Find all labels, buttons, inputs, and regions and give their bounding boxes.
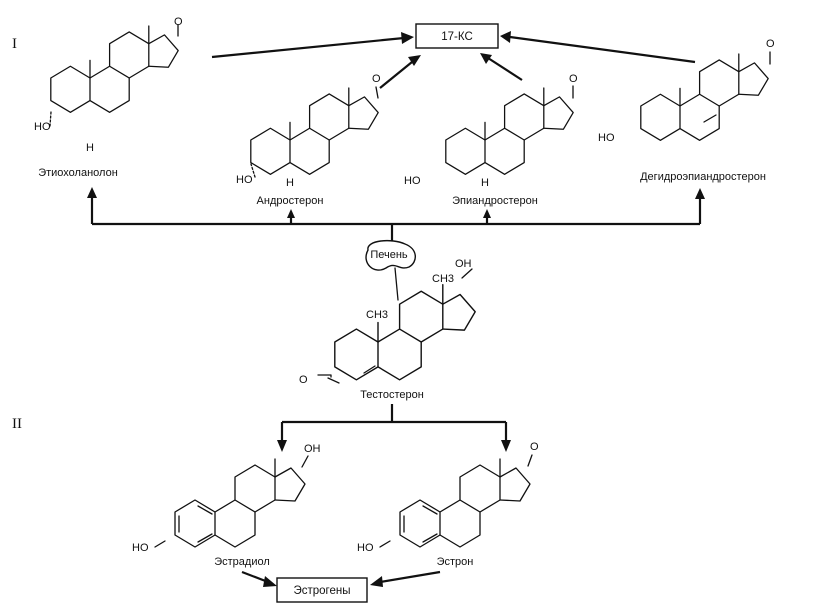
testosterone-o: O bbox=[299, 374, 308, 386]
estradiol-structure: OH HO Эстрадиол bbox=[132, 443, 321, 568]
testosterone-label: Тестостерон bbox=[360, 389, 424, 401]
estradiol-ho: HO bbox=[132, 542, 149, 554]
estradiol-oh: OH bbox=[304, 443, 321, 455]
dhea-structure: O HO Дегидроэпиандростерон bbox=[598, 38, 775, 183]
liver-label: Печень bbox=[370, 249, 408, 261]
testosterone-ch3-mid: CH3 bbox=[366, 309, 388, 321]
dhea-oh: HO bbox=[598, 132, 615, 144]
estrone-ho: HO bbox=[357, 542, 374, 554]
ks17-box bbox=[415, 23, 499, 49]
testosterone-oh: OH bbox=[455, 258, 472, 270]
etiocholanolone-oh: HO bbox=[34, 121, 51, 133]
estrogen-split-arrows bbox=[277, 404, 511, 452]
dhea-label: Дегидроэпиандростерон bbox=[640, 171, 766, 183]
estrogens-label: Эстрогены bbox=[293, 585, 350, 597]
androsterone-oh: HO bbox=[236, 174, 253, 186]
etiocholanolone-label: Этиохоланолон bbox=[38, 167, 118, 179]
epiandrosterone-label: Эпиандростерон bbox=[452, 195, 538, 207]
etiocholanolone-o: O bbox=[174, 16, 183, 28]
liver-shape bbox=[365, 239, 416, 271]
arrows-to-17ks bbox=[211, 31, 696, 89]
section-label-ii: II bbox=[12, 416, 22, 432]
epiandrosterone-structure: O HO H Эпиандростерон bbox=[404, 73, 578, 207]
androsterone-o: O bbox=[372, 73, 381, 85]
estradiol-label: Эстрадиол bbox=[214, 556, 270, 568]
epiandrosterone-oh: HO bbox=[404, 175, 421, 187]
arrows-to-estrogens bbox=[241, 570, 441, 587]
ks17-label: 17-КС bbox=[441, 31, 473, 43]
androsterone-label: Андростерон bbox=[257, 195, 324, 207]
epiandrosterone-o: O bbox=[569, 73, 578, 85]
etiocholanolone-structure: O HO H Этиохоланолон bbox=[34, 16, 183, 179]
estrogens-box bbox=[276, 577, 368, 603]
androsterone-h: H bbox=[286, 177, 294, 189]
distribution-arrows bbox=[87, 187, 705, 241]
estrone-o: O bbox=[530, 441, 539, 453]
estrone-structure: O HO Эстрон bbox=[357, 441, 539, 568]
testosterone-structure: O OH CH3 CH3 Тестостерон bbox=[299, 258, 476, 401]
estrone-label: Эстрон bbox=[437, 556, 474, 568]
testosterone-ch3-top: CH3 bbox=[432, 273, 454, 285]
androsterone-structure: O HO H Андростерон bbox=[236, 73, 381, 207]
dhea-o: O bbox=[766, 38, 775, 50]
epiandrosterone-h: H bbox=[481, 177, 489, 189]
etiocholanolone-h: H bbox=[86, 142, 94, 154]
section-label-i: I bbox=[12, 36, 17, 52]
